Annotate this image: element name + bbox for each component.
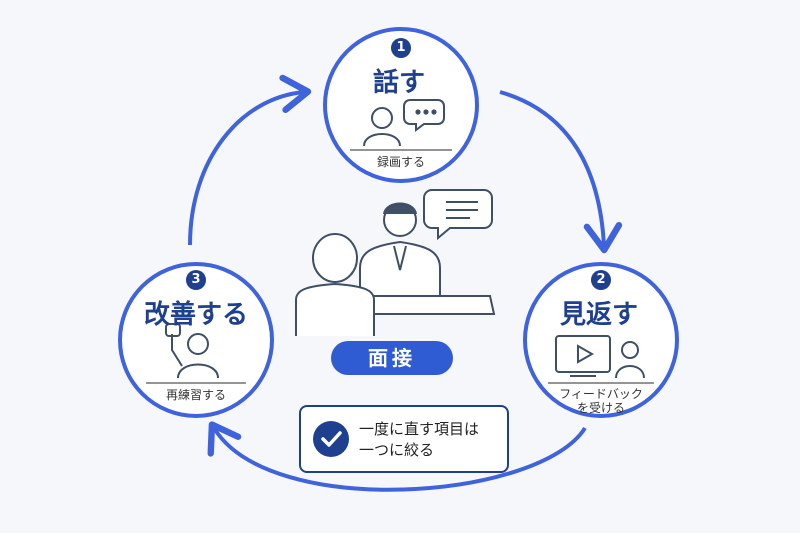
tip-line-1: 一度に直す項目は: [359, 420, 480, 438]
step-title-review: 見返す: [560, 300, 639, 330]
tip-box: 一度に直す項目は 一つに絞る: [299, 405, 509, 473]
step-subtitle-review-line2: を受ける: [576, 401, 625, 415]
step-subtitle-review: フィードバック を受ける: [551, 387, 651, 415]
step-subtitle-review-line1: フィードバック: [559, 387, 643, 401]
check-icon: [313, 421, 349, 457]
speech-bubble-icon: [403, 99, 445, 132]
step-circle-speak: [323, 27, 479, 183]
fist-up-icon: [165, 323, 219, 379]
interview-label: 面接: [331, 341, 453, 375]
step-title-improve: 改善する: [144, 300, 249, 330]
step-subtitle-improve: 再練習する: [165, 388, 226, 402]
speech-bubble-icon: [423, 189, 493, 241]
video-player-icon: [555, 335, 611, 377]
interviewer-icon: [359, 202, 441, 297]
arrow-review-to-improve: [207, 421, 587, 492]
arrow-improve-to-speak: [188, 74, 312, 246]
interviewee-icon: [295, 233, 375, 336]
step-number-1: 1: [391, 38, 411, 58]
step-subtitle-speak: 録画する: [376, 155, 425, 169]
person-icon: [615, 341, 645, 379]
tip-text: 一度に直す項目は 一つに絞る: [359, 419, 504, 461]
step-title-speak: 話す: [373, 68, 426, 98]
tip-line-2: 一つに絞る: [359, 441, 435, 459]
step-circle-review: [523, 262, 679, 418]
step-number-2: 2: [591, 270, 611, 290]
step-number-3: 3: [186, 270, 206, 290]
person-icon: [363, 107, 401, 147]
arrow-speak-to-review: [499, 90, 623, 254]
step-circle-improve: [118, 262, 274, 418]
